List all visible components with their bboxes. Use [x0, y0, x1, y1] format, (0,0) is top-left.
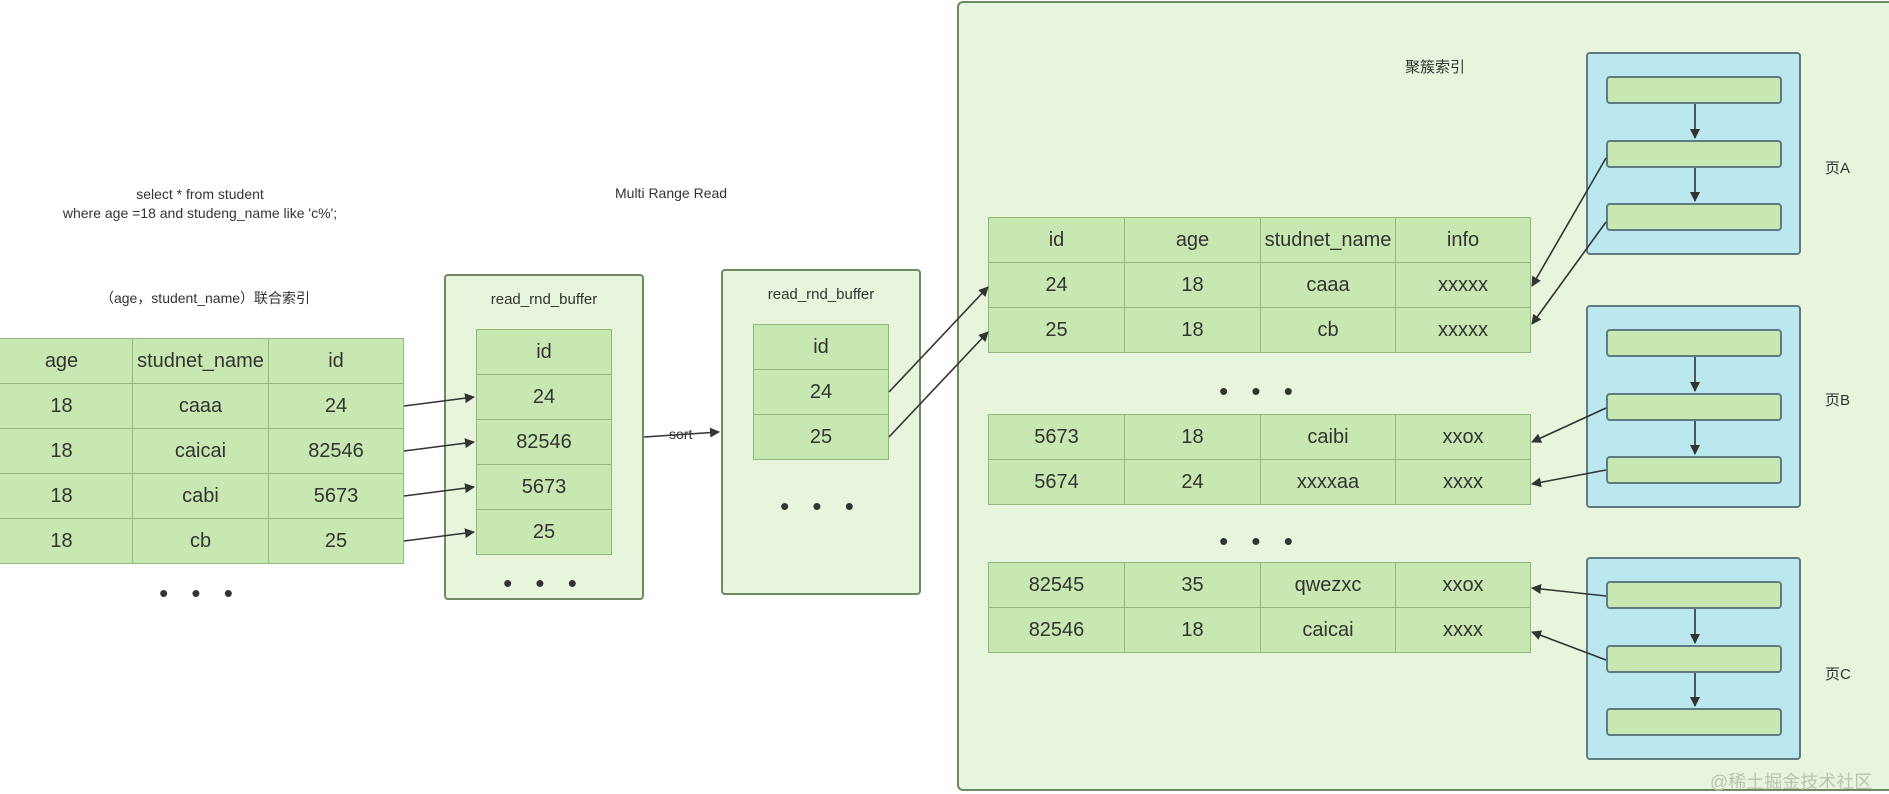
arrow	[1531, 221, 1607, 325]
ellipsis: • • •	[159, 578, 241, 608]
sql-query-line2: where age =18 and studeng_name like 'c%'…	[62, 205, 338, 221]
arrow	[1531, 407, 1607, 443]
clustered-header-info: info	[1395, 217, 1531, 263]
table-row: 5673	[268, 473, 404, 519]
table-row: 18	[1124, 607, 1261, 653]
table-row: 5674	[988, 459, 1125, 505]
list-item: 25	[753, 414, 889, 460]
table-row: 18	[0, 473, 133, 519]
table-row: 35	[1124, 562, 1261, 608]
table-row: 82546	[268, 428, 404, 474]
page-b-record	[1606, 329, 1782, 357]
table-row: caibi	[1260, 414, 1396, 460]
clustered-header-name: studnet_name	[1260, 217, 1396, 263]
page-b-record	[1606, 456, 1782, 484]
page-a-record	[1606, 140, 1782, 168]
table-row: 25	[268, 518, 404, 564]
ellipsis: • • •	[1219, 376, 1301, 406]
buffer2-title: read_rnd_buffer	[767, 286, 875, 303]
list-item: 24	[753, 369, 889, 415]
table-row: caaa	[1260, 262, 1396, 308]
arrow	[888, 286, 989, 393]
clustered-header-id: id	[988, 217, 1125, 263]
table-row: xxxxx	[1395, 307, 1531, 353]
table-row: 24	[268, 383, 404, 429]
arrow	[1531, 157, 1607, 287]
ellipsis: • • •	[1219, 526, 1301, 556]
arrow	[1531, 630, 1607, 661]
list-item: 82546	[476, 419, 612, 465]
table-row: 82545	[988, 562, 1125, 608]
table-row: 24	[988, 262, 1125, 308]
table-row: cb	[132, 518, 269, 564]
sql-query-line1: select * from student	[136, 186, 264, 202]
page-c-label: 页C	[1825, 666, 1851, 683]
table-row: cb	[1260, 307, 1396, 353]
page-c-record	[1606, 645, 1782, 673]
table-row: qwezxc	[1260, 562, 1396, 608]
secondary-header-age: age	[0, 338, 133, 384]
page-a-record	[1606, 203, 1782, 231]
arrow	[1531, 469, 1607, 488]
watermark: @稀土掘金技术社区	[1710, 772, 1873, 792]
page-a-label: 页A	[1825, 160, 1851, 177]
page-a-record	[1606, 76, 1782, 104]
table-row: 82546	[988, 607, 1125, 653]
clustered-index-label: 聚簇索引	[1405, 59, 1466, 76]
table-row: 18	[1124, 262, 1261, 308]
table-row: xxox	[1395, 562, 1531, 608]
table-row: 18	[1124, 307, 1261, 353]
arrow	[643, 427, 720, 438]
ellipsis: • • •	[780, 491, 862, 521]
secondary-header-id: id	[268, 338, 404, 384]
buffer1-title: read_rnd_buffer	[490, 291, 598, 308]
table-row: xxxxx	[1395, 262, 1531, 308]
list-item: 25	[476, 509, 612, 555]
arrow	[403, 483, 475, 497]
table-row: caicai	[132, 428, 269, 474]
sql-query: select * from student where age =18 and …	[20, 185, 380, 223]
page-b-record	[1606, 393, 1782, 421]
buffer2-header: id	[753, 324, 889, 370]
composite-index-label: （age，student_name）联合索引	[99, 290, 311, 306]
page-c-record	[1606, 581, 1782, 609]
table-row: 18	[0, 428, 133, 474]
table-row: 24	[1124, 459, 1261, 505]
table-row: 18	[0, 518, 133, 564]
arrow	[1531, 583, 1607, 597]
table-row: 18	[1124, 414, 1261, 460]
mrr-label: Multi Range Read	[615, 185, 728, 201]
clustered-header-age: age	[1124, 217, 1261, 263]
page-c-record	[1606, 708, 1782, 736]
table-row: xxxx	[1395, 459, 1531, 505]
arrow	[403, 438, 475, 452]
table-row: 5673	[988, 414, 1125, 460]
page-b-label: 页B	[1825, 392, 1851, 409]
table-row: caicai	[1260, 607, 1396, 653]
arrow	[403, 393, 475, 407]
table-row: caaa	[132, 383, 269, 429]
table-row: xxxx	[1395, 607, 1531, 653]
ellipsis: • • •	[503, 568, 585, 598]
arrow	[888, 331, 989, 438]
arrow	[403, 528, 475, 542]
